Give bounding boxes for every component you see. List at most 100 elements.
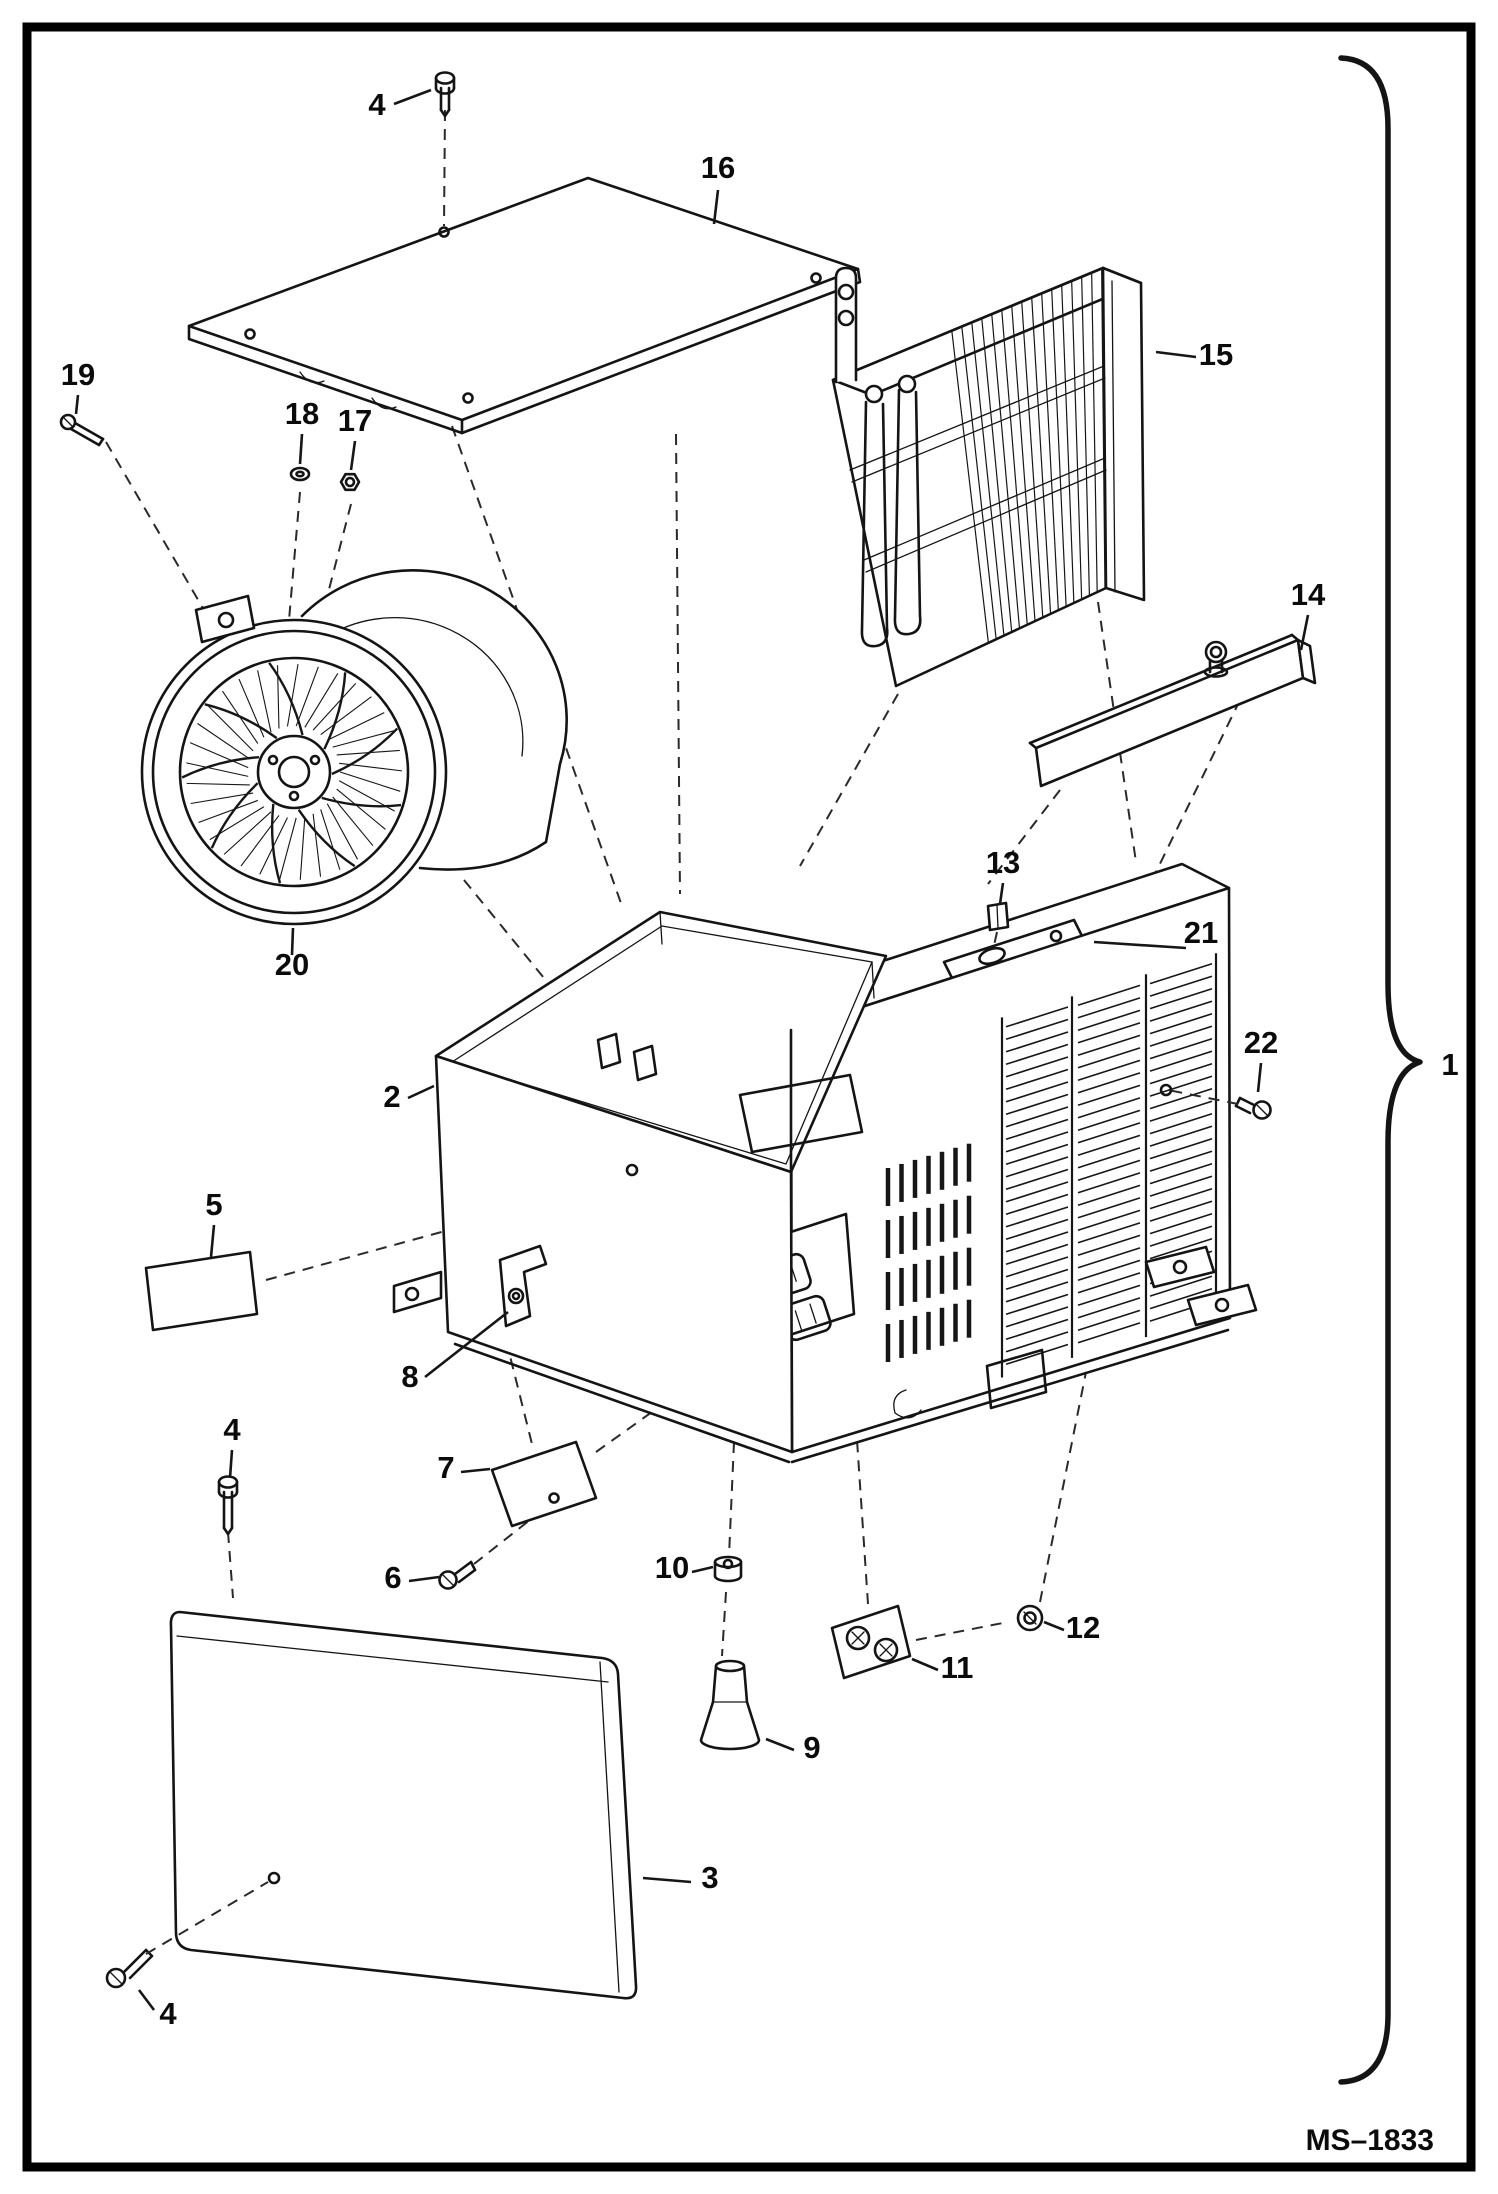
detail-line: [961, 326, 997, 640]
detail-line: [204, 703, 278, 740]
callout-evaporator: 15: [1199, 337, 1233, 372]
detail-line: [332, 796, 374, 847]
screw-bottom: [105, 1948, 154, 1989]
detail-line: [290, 927, 295, 956]
detail-line: [208, 705, 254, 752]
detail-line: [1005, 1018, 1069, 1041]
detail-line: [1005, 1143, 1069, 1166]
detail-line: [1077, 1122, 1141, 1144]
detail-line: [1071, 280, 1083, 600]
detail-line: [1077, 1134, 1141, 1156]
callout-screw-bottom: 4: [159, 1996, 177, 2031]
detail-line: [312, 813, 322, 877]
detail-line: [265, 1215, 501, 1281]
detail-line: [1149, 963, 1213, 985]
detail-line: [1077, 1022, 1141, 1044]
detail-line: [443, 109, 446, 227]
detail-line: [460, 1467, 491, 1474]
detail-line: [1149, 1163, 1213, 1185]
callout-front-cover: 3: [701, 1860, 718, 1895]
detail-line: [1149, 1200, 1213, 1222]
detail-line: [1153, 699, 1241, 877]
rim-tab: [596, 1032, 622, 1070]
detail-line: [1039, 1371, 1087, 1603]
nut-17: [339, 472, 361, 492]
detail-line: [1077, 1147, 1141, 1169]
detail-line: [1081, 276, 1091, 596]
knob-12: [1016, 1604, 1044, 1632]
callout-knob-12: 12: [1066, 1610, 1100, 1645]
detail-line: [1077, 1284, 1141, 1306]
detail-line: [1005, 1043, 1069, 1066]
detail-line: [1097, 601, 1137, 863]
detail-line: [1005, 1193, 1069, 1216]
detail-line: [1149, 1225, 1213, 1247]
detail-line: [1077, 1322, 1141, 1344]
detail-line: [1149, 1213, 1213, 1235]
callout-blower: 20: [275, 947, 309, 982]
detail-line: [991, 314, 1021, 629]
bracket-bolt: [1203, 640, 1229, 678]
detail-line: [312, 683, 357, 731]
detail-line: [287, 491, 301, 633]
rim-tab: [632, 1044, 658, 1082]
detail-line: [181, 755, 260, 779]
detail-line: [1091, 272, 1098, 593]
detail-line: [712, 189, 720, 225]
detail-line: [1031, 297, 1052, 614]
detail-line: [1005, 1131, 1069, 1153]
detail-line: [1077, 1084, 1141, 1106]
detail-line: [915, 1621, 1009, 1641]
screw-top: [434, 71, 456, 118]
detail-line: [1299, 614, 1310, 651]
detail-line: [320, 809, 341, 870]
detail-line: [691, 1565, 714, 1574]
washer-18: [289, 466, 311, 482]
detail-line: [1005, 1256, 1069, 1278]
mounting-foot: [1186, 1283, 1258, 1327]
detail-line: [1005, 1156, 1069, 1178]
detail-line: [473, 1511, 541, 1565]
detail-line: [286, 663, 299, 727]
coil-u-tube: [860, 400, 889, 648]
detail-line: [1077, 1109, 1141, 1131]
detail-line: [424, 1310, 509, 1379]
coil-fins: [951, 268, 1106, 643]
detail-line: [1077, 1272, 1141, 1294]
grommet-9: [699, 1659, 761, 1751]
detail-line: [1149, 1013, 1213, 1035]
detail-line: [856, 1439, 869, 1605]
callout-screw-top: 4: [368, 87, 386, 122]
detail-line: [1149, 1138, 1213, 1160]
evaporator-coil: [831, 266, 1146, 688]
detail-line: [1021, 301, 1044, 618]
detail-line: [1149, 1050, 1213, 1072]
detail-line: [981, 318, 1013, 633]
detail-line: [1005, 1243, 1069, 1266]
detail-line: [1077, 1297, 1141, 1319]
detail-line: [331, 727, 399, 776]
detail-line: [299, 816, 306, 880]
detail-line: [279, 817, 297, 880]
front-cover: [169, 1610, 638, 2000]
detail-line: [327, 712, 385, 741]
detail-line: [1001, 309, 1028, 625]
callout-clip-13: 13: [986, 845, 1020, 880]
detail-line: [1077, 1209, 1141, 1231]
detail-line: [257, 670, 272, 733]
detail-line: [1077, 1234, 1141, 1256]
detail-line: [1256, 1062, 1263, 1093]
detail-line: [1077, 1197, 1141, 1219]
detail-line: [1077, 1222, 1141, 1244]
leader-dashed-lines-top: [145, 931, 1239, 1955]
support-bracket-14: [1028, 633, 1317, 788]
detail-line: [911, 1657, 939, 1672]
detail-line: [320, 696, 372, 735]
detail-line: [765, 1737, 795, 1752]
detail-line: [1005, 1231, 1069, 1253]
detail-line: [349, 440, 357, 471]
detail-line: [1005, 1318, 1069, 1341]
detail-line: [339, 771, 401, 792]
